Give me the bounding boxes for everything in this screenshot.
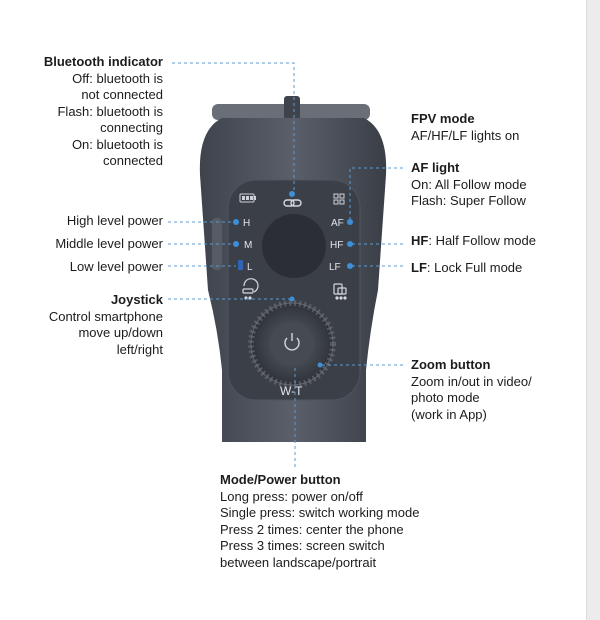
mode-power-title: Mode/Power button [220, 472, 341, 487]
joystick-line-2: move up/down [78, 325, 163, 340]
fpv-mode-line-1: AF/HF/LF lights on [411, 127, 520, 143]
bluetooth-line-5: On: bluetooth is [71, 136, 163, 152]
battery-icon [239, 193, 256, 203]
af-light-line-2: Flash: Super Follow [411, 193, 526, 208]
zoom-line-1: Zoom in/out in video/ [411, 373, 532, 389]
mode-power-line-2: Single press: switch working mode [220, 505, 420, 520]
mode-power-line-1: Long press: power on/off [220, 488, 363, 504]
lf-callout: LF: Lock Full mode [411, 260, 522, 275]
lf-indicator [347, 263, 353, 269]
rotate-screen-icon [242, 278, 259, 300]
high-power-label: High level power [66, 213, 163, 228]
mode-power-line-4: Press 3 times: screen switch [220, 538, 385, 553]
joystick-line-3: left/right [116, 341, 163, 357]
af-light-line-1: On: All Follow mode [411, 176, 527, 192]
bluetooth-line-6: connected [103, 153, 163, 168]
lf-key: LF [411, 260, 427, 275]
low-power-label: Low level power [69, 259, 163, 274]
panel-label-af: AF [331, 218, 344, 229]
panel-label-m: M [244, 240, 252, 251]
bluetooth-line-2: not connected [81, 87, 163, 102]
hf-callout: HF: Half Follow mode [411, 233, 536, 248]
fpv-mode-callout: FPV mode AF/HF/LF lights on [411, 111, 581, 144]
m-indicator [233, 241, 239, 247]
panel-label-lf: LF [329, 262, 341, 273]
af-light-callout: AF light On: All Follow mode Flash: Supe… [411, 160, 581, 210]
zoom-button-callout: Zoom button Zoom in/out in video/ photo … [411, 357, 581, 423]
link-icon [283, 191, 302, 207]
scrollbar[interactable] [586, 0, 600, 620]
power-icon[interactable] [284, 333, 300, 351]
joystick-pad[interactable] [262, 214, 326, 278]
panel-label-hf: HF [330, 240, 343, 251]
bluetooth-indicator-callout: Bluetooth indicator Off: bluetooth is no… [20, 54, 163, 170]
grid-icon [333, 193, 345, 205]
fpv-mode-title: FPV mode [411, 111, 475, 126]
middle-power-label: Middle level power [55, 236, 163, 251]
bluetooth-line-3: Flash: bluetooth is [57, 103, 163, 119]
joystick-line-1: Control smartphone [48, 308, 163, 324]
h-indicator [233, 219, 239, 225]
gimbal-neck [284, 96, 300, 124]
zoom-button-title: Zoom button [411, 357, 491, 372]
leader-lines [168, 62, 406, 468]
mode-power-line-3: Press 2 times: center the phone [220, 521, 404, 537]
panel-label-h: H [243, 218, 250, 229]
mode-power-line-5: between landscape/portrait [220, 554, 377, 570]
af-indicator [347, 219, 353, 225]
bluetooth-indicator-title: Bluetooth indicator [43, 54, 163, 69]
bluetooth-line-4: connecting [100, 120, 163, 135]
bluetooth-line-1: Off: bluetooth is [72, 70, 163, 86]
joystick-title: Joystick [110, 292, 163, 307]
l-indicator [238, 260, 243, 270]
af-light-title: AF light [411, 160, 460, 175]
zoom-wheel[interactable] [248, 300, 336, 388]
zoom-label: W-T [280, 384, 303, 398]
hf-indicator [347, 241, 353, 247]
joystick-callout: Joystick Control smartphone move up/down… [20, 292, 163, 358]
hf-key: HF [411, 233, 429, 248]
hf-text: : Half Follow mode [428, 233, 536, 248]
zoom-line-3: (work in App) [411, 406, 487, 422]
leader-dots [289, 296, 323, 368]
screen-switch-icon [333, 283, 347, 300]
mode-power-callout: Mode/Power button Long press: power on/o… [220, 472, 520, 571]
lf-text: : Lock Full mode [426, 260, 523, 275]
panel-label-l: L [247, 262, 253, 273]
zoom-line-2: photo mode [411, 390, 480, 405]
